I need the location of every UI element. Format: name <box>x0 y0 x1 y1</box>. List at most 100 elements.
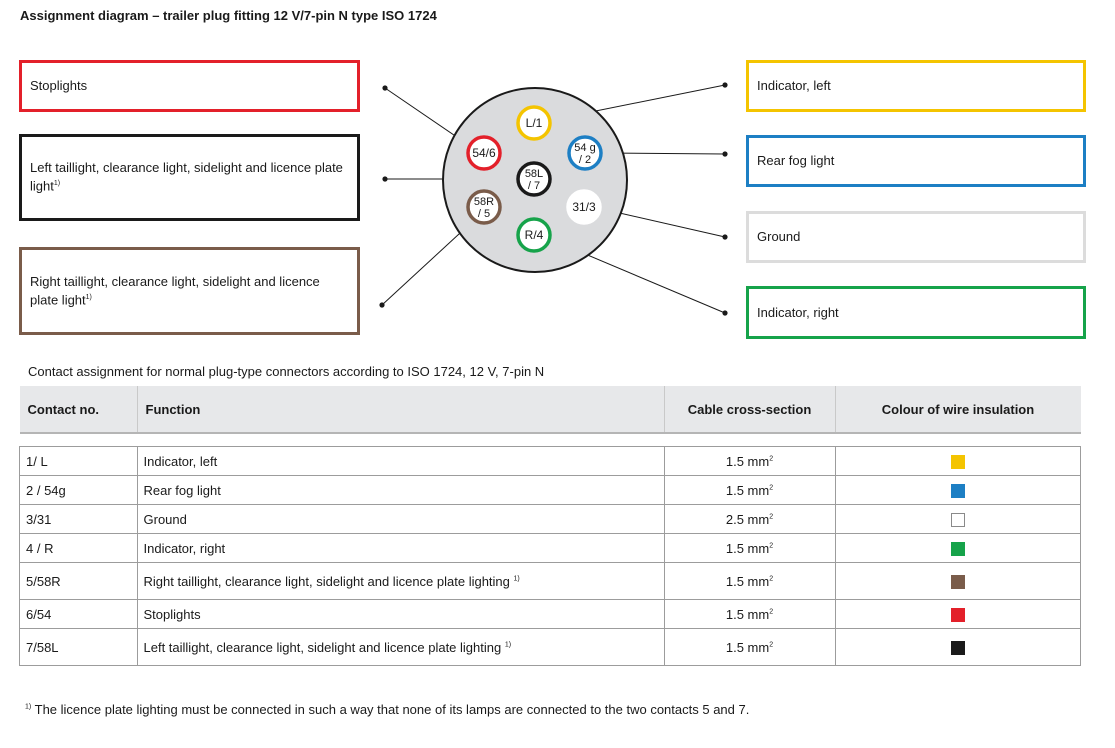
cell-contact: 4 / R <box>19 533 138 563</box>
pin-ring <box>566 189 602 225</box>
pin-label: L/1 <box>526 116 543 130</box>
cell-colour <box>834 475 1081 505</box>
footnote-mark: 1) <box>513 575 520 583</box>
cell-cable-section: 1.5 mm2 <box>663 475 836 505</box>
leader-line-right-taillight <box>381 221 473 306</box>
pin-5-58r: 58R/ 5 <box>466 189 502 225</box>
leader-dot <box>722 82 728 88</box>
cell-contact: 3/31 <box>19 504 138 534</box>
leader-dot <box>722 310 728 316</box>
cell-function: Ground <box>136 504 665 534</box>
cell-colour <box>834 446 1081 476</box>
cell-contact: 7/58L <box>19 628 138 666</box>
pin-2-54g: 54 g/ 2 <box>567 135 603 171</box>
cell-cable-section: 1.5 mm2 <box>663 599 836 629</box>
footnote-mark: 1) <box>25 703 32 711</box>
label-box-left-taillight: Left taillight, clearance light, sidelig… <box>19 134 360 221</box>
cell-cable-section: 2.5 mm2 <box>663 504 836 534</box>
cell-cable-section: 1.5 mm2 <box>663 562 836 600</box>
table-header-row: Contact no. Function Cable cross-section… <box>19 386 1081 434</box>
colour-swatch <box>950 483 965 498</box>
pin-3-31: 31/3 <box>566 189 602 225</box>
cell-function: Indicator, left <box>136 446 665 476</box>
cell-colour <box>834 504 1081 534</box>
pin-4-r: R/4 <box>516 217 552 253</box>
cell-colour <box>834 628 1081 666</box>
label-box-stoplights: Stoplights <box>19 60 360 112</box>
label-text: Stoplights <box>30 78 88 93</box>
colour-swatch <box>950 512 965 527</box>
page-title: Assignment diagram – trailer plug fittin… <box>20 8 437 23</box>
pin-ring <box>516 217 552 253</box>
label-text: Indicator, left <box>757 78 831 93</box>
cell-colour <box>834 533 1081 563</box>
plug-diagram: L/1 54 g/ 2 31/3R/4 58R/ 5 54/6 58L/ 7 <box>379 82 728 316</box>
cell-cable-section: 1.5 mm2 <box>663 533 836 563</box>
cell-contact: 6/54 <box>19 599 138 629</box>
pin-label: 54/6 <box>472 146 496 160</box>
footnote-mark: 1) <box>85 293 92 301</box>
plug-pins: L/1 54 g/ 2 31/3R/4 58R/ 5 54/6 58L/ 7 <box>466 105 603 253</box>
leader-dot <box>382 85 388 91</box>
leader-dots <box>379 82 728 316</box>
pin-ring <box>466 135 502 171</box>
pin-ring <box>516 105 552 141</box>
table-caption: Contact assignment for normal plug-type … <box>28 364 545 379</box>
pin-label: 31/3 <box>572 200 596 214</box>
cell-function: Right taillight, clearance light, sideli… <box>136 562 665 600</box>
leader-dot <box>382 176 388 182</box>
label-box-indicator-right: Indicator, right <box>746 286 1086 339</box>
colour-swatch <box>950 454 965 469</box>
leader-dot <box>722 234 728 240</box>
pin-ring <box>516 161 552 197</box>
label-text: Right taillight, clearance light, sideli… <box>30 273 320 308</box>
label-text: Left taillight, clearance light, sidelig… <box>30 160 343 194</box>
leader-line-ground <box>601 208 726 238</box>
table-gap <box>20 433 1081 447</box>
cell-function: Stoplights <box>136 599 665 629</box>
colour-swatch <box>950 574 965 589</box>
pin-7-58l: 58L/ 7 <box>516 161 552 197</box>
colour-swatch <box>950 607 965 622</box>
cell-contact: 5/58R <box>19 562 138 600</box>
header-contact-no: Contact no. <box>19 386 138 434</box>
label-box-right-taillight: Right taillight, clearance light, sideli… <box>19 247 360 335</box>
pin-label: 54 g <box>574 142 595 154</box>
cell-cable-section: 1.5 mm2 <box>663 628 836 666</box>
label-box-rear-fog-light: Rear fog light <box>746 135 1086 187</box>
label-box-indicator-left: Indicator, left <box>746 60 1086 112</box>
pin-label-sub: / 5 <box>478 208 490 220</box>
label-text: Indicator, right <box>757 304 839 320</box>
label-text: Ground <box>757 229 801 244</box>
cell-contact: 2 / 54g <box>19 475 138 505</box>
pin-label-sub: / 2 <box>579 154 591 166</box>
cell-cable-section: 1.5 mm2 <box>663 446 836 476</box>
label-text: Rear fog light <box>757 153 835 168</box>
header-function: Function <box>137 386 665 434</box>
assignment-table: Contact no. Function Cable cross-section… <box>19 386 1081 666</box>
pin-label: R/4 <box>525 228 544 242</box>
cell-colour <box>834 562 1081 600</box>
cell-function: Left taillight, clearance light, sidelig… <box>136 628 665 666</box>
cell-colour <box>834 599 1081 629</box>
footnote: 1) The licence plate lighting must be co… <box>25 702 749 717</box>
cell-function: Rear fog light <box>136 475 665 505</box>
footnote-mark: 1) <box>504 641 512 649</box>
label-box-ground: Ground <box>746 211 1086 263</box>
header-colour: Colour of wire insulation <box>835 386 1081 434</box>
cell-function: Indicator, right <box>136 533 665 563</box>
pin-ring <box>567 135 603 171</box>
colour-swatch <box>950 640 965 655</box>
header-cable-cross-section: Cable cross-section <box>664 386 836 434</box>
pin-6-54: 54/6 <box>466 135 502 171</box>
pin-label: 58L <box>525 168 543 180</box>
colour-swatch <box>950 541 965 556</box>
pin-ring <box>466 189 502 225</box>
